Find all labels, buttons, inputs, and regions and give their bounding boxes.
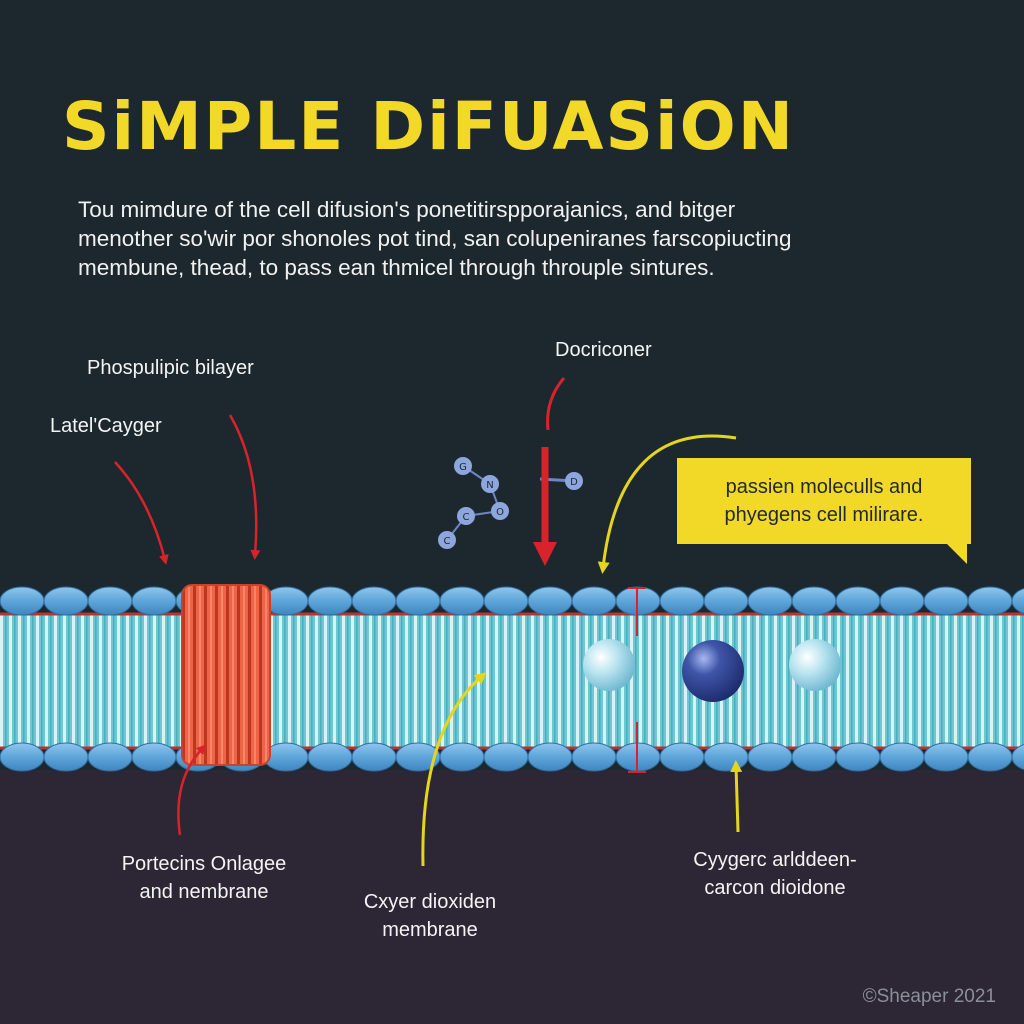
phospholipid-head (351, 742, 397, 772)
phospholipid-head (483, 586, 529, 616)
intro-line: menother so'wir por shonoles pot tind, s… (78, 226, 792, 251)
phospholipid-head (571, 742, 617, 772)
phospholipid-head (439, 742, 485, 772)
phospholipid-head (0, 742, 45, 772)
intro-paragraph: Tou mimdure of the cell difusion's ponet… (78, 195, 958, 282)
intro-line: Tou mimdure of the cell difusion's ponet… (78, 197, 736, 222)
arrow-docriconer-curve (546, 377, 566, 431)
intro-line: membune, thead, to pass ean thmicel thro… (78, 255, 715, 280)
phospholipid-head (703, 586, 749, 616)
phospholipid-head (527, 742, 573, 772)
svg-text:C: C (463, 512, 470, 523)
svg-text:D: D (570, 477, 578, 488)
phospholipid-head (351, 586, 397, 616)
phospholipid-head (747, 586, 793, 616)
phospholipid-head (439, 586, 485, 616)
phospholipid-head (131, 586, 177, 616)
phospholipid-head (879, 586, 925, 616)
phospholipid-head (87, 586, 133, 616)
label-lateral-layer: Latel'Cayger (50, 415, 162, 437)
phospholipid-head (879, 742, 925, 772)
label-oxygen-dioxide: Cxyer dioxiden membrane (340, 888, 520, 944)
phospholipid-head (791, 586, 837, 616)
label-line: Cxyer dioxiden (363, 891, 497, 913)
label-line: carcon dioidone (704, 877, 846, 899)
bracket-top (628, 587, 646, 636)
svg-text:N: N (486, 480, 493, 491)
oxygen-molecule (583, 639, 635, 691)
phospholipid-head (395, 586, 441, 616)
phospholipid-head (835, 742, 881, 772)
oxygen-molecule (789, 639, 841, 691)
phospholipid-heads-top (0, 586, 1024, 616)
label-docriconer: Docriconer (555, 339, 652, 361)
label-phospholipid-bilayer: Phospulipic bilayer (87, 357, 254, 379)
arrow-docriconer-head (533, 542, 557, 566)
small-molecule-cluster: G N O C C D (438, 457, 583, 549)
molecule-atom: G (454, 457, 472, 475)
phospholipid-head (703, 742, 749, 772)
phospholipid-head (967, 586, 1013, 616)
phospholipid-head (307, 742, 353, 772)
phospholipid-head (87, 742, 133, 772)
phospholipid-heads-bottom (0, 742, 1024, 772)
label-line: Cyygerc arlddeen- (693, 849, 857, 871)
molecule-atom: D (565, 472, 583, 490)
arrow-callout (597, 434, 737, 574)
svg-text:O: O (496, 507, 504, 518)
callout-line: passien moleculls and (725, 476, 923, 498)
phospholipid-head (923, 586, 969, 616)
lipid-tails (0, 614, 1024, 748)
phospholipid-head (131, 742, 177, 772)
label-carbon: Cyygerc arlddeen- carcon dioidone (660, 846, 890, 902)
label-line: and nembrane (139, 881, 269, 903)
callout-line: phyegens cell milirare. (724, 504, 924, 526)
phospholipid-head (659, 586, 705, 616)
phospholipid-head (571, 586, 617, 616)
phospholipid-head (791, 742, 837, 772)
arrow-carbon (730, 760, 743, 833)
phospholipid-head (1011, 588, 1024, 614)
phospholipid-head (835, 586, 881, 616)
svg-text:C: C (444, 536, 451, 547)
copyright-text: ©Sheaper 2021 (862, 986, 996, 1007)
callout-box: passien moleculls and phyegens cell mili… (677, 458, 971, 564)
molecule-atom: C (438, 531, 456, 549)
phospholipid-head (747, 742, 793, 772)
diagram-title: SiMPLE DiFUASiON (62, 88, 795, 165)
phospholipid-head (43, 742, 89, 772)
bracket-bottom (628, 722, 646, 773)
arrow-proteins (177, 744, 207, 836)
phospholipid-head (923, 742, 969, 772)
molecule-atom: O (491, 502, 509, 520)
label-proteins: Portecins Onlagee and nembrane (84, 850, 324, 906)
molecule-atom: C (457, 507, 475, 525)
label-line: membrane (382, 919, 478, 941)
phospholipid-head (527, 586, 573, 616)
phospholipid-head (483, 742, 529, 772)
svg-text:G: G (459, 462, 467, 473)
arrow-phospholipid (228, 414, 261, 560)
phospholipid-head (307, 586, 353, 616)
phospholipid-head (43, 586, 89, 616)
phospholipid-head (659, 742, 705, 772)
extracellular-region (0, 770, 1024, 1024)
phospholipid-head (967, 742, 1013, 772)
phospholipid-head (1011, 744, 1024, 770)
molecule-atom: N (481, 475, 499, 493)
label-line: Portecins Onlagee (121, 853, 287, 875)
arrow-oxygen-dioxide (421, 672, 487, 867)
carbon-dioxide-molecule (682, 640, 744, 702)
arrow-lateral (114, 461, 169, 565)
channel-protein (181, 584, 271, 766)
phospholipid-head (0, 586, 45, 616)
